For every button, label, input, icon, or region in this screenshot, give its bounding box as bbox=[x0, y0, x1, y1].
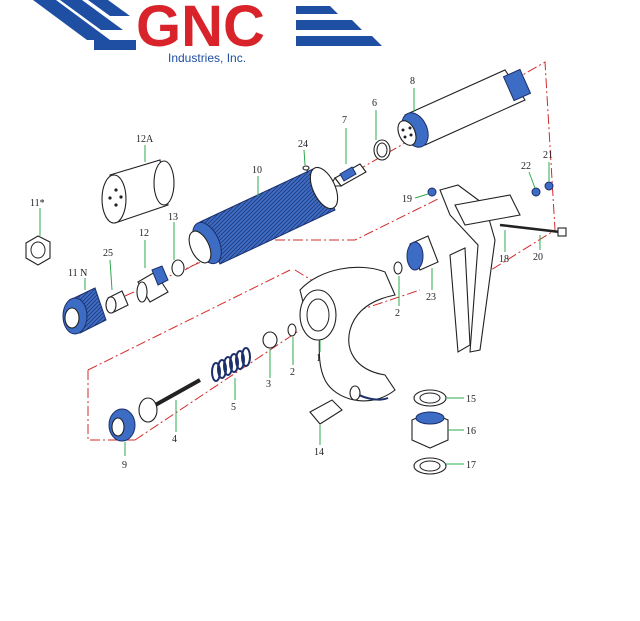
label-20: 20 bbox=[533, 252, 543, 263]
label-3: 3 bbox=[266, 379, 271, 390]
part-3-washer bbox=[262, 331, 278, 349]
label-23: 23 bbox=[426, 292, 436, 303]
label-16: 16 bbox=[466, 426, 476, 437]
label-18: 18 bbox=[499, 254, 509, 265]
part-4-valve-stem bbox=[138, 378, 201, 423]
company-logo: GNC Industries, Inc. bbox=[33, 0, 382, 65]
label-8: 8 bbox=[410, 76, 415, 87]
label-15: 15 bbox=[466, 394, 476, 405]
part-16-hex-fitting bbox=[411, 411, 449, 449]
label-2-upper: 2 bbox=[395, 308, 400, 319]
label-14: 14 bbox=[314, 447, 324, 458]
logo-subtitle: Industries, Inc. bbox=[168, 51, 246, 65]
part-2-washer-lower bbox=[287, 323, 297, 337]
part-12-nozzle-tip bbox=[136, 265, 169, 303]
part-10-knurled-barrel bbox=[188, 166, 339, 265]
part-22-nut bbox=[531, 187, 541, 197]
label-2-lower: 2 bbox=[290, 367, 295, 378]
part-14-trigger-link bbox=[309, 399, 343, 425]
leader-lines bbox=[39, 88, 550, 465]
part-2-washer-upper bbox=[393, 261, 403, 275]
part-17-gasket bbox=[413, 457, 447, 475]
part-1-gun-body bbox=[299, 266, 396, 402]
label-24: 24 bbox=[298, 139, 308, 150]
label-11n: 11 N bbox=[68, 268, 87, 279]
label-7: 7 bbox=[342, 115, 347, 126]
part-25-bushing bbox=[105, 290, 129, 314]
part-13-o-ring bbox=[171, 259, 185, 277]
part-15-gasket bbox=[413, 389, 447, 407]
label-6: 6 bbox=[372, 98, 377, 109]
label-17: 17 bbox=[466, 460, 476, 471]
label-19: 19 bbox=[402, 194, 412, 205]
label-10: 10 bbox=[252, 165, 262, 176]
part-labels: 1 2 2 3 4 5 6 7 8 9 10 11* 11 N 12 12A 1… bbox=[30, 76, 553, 471]
label-22: 22 bbox=[521, 161, 531, 172]
label-25: 25 bbox=[103, 248, 113, 259]
part-7-needle-valve bbox=[329, 163, 367, 187]
label-12a: 12A bbox=[136, 134, 154, 145]
part-18-trigger-bracket bbox=[439, 184, 521, 353]
part-21-nut bbox=[544, 181, 554, 191]
label-9: 9 bbox=[122, 460, 127, 471]
label-5: 5 bbox=[231, 402, 236, 413]
part-19-nut bbox=[427, 187, 437, 197]
label-4: 4 bbox=[172, 434, 177, 445]
part-9-knob bbox=[108, 408, 136, 442]
part-5-spring bbox=[211, 347, 251, 382]
part-11n-knurled-nut bbox=[62, 287, 107, 335]
part-12a-cap bbox=[101, 159, 175, 224]
label-12: 12 bbox=[139, 228, 149, 239]
label-11-star: 11* bbox=[30, 198, 45, 209]
logo-left-chevrons bbox=[33, 0, 136, 50]
part-11-star-hex-nut bbox=[25, 235, 51, 266]
part-8-tube bbox=[397, 68, 532, 148]
logo-brand: GNC bbox=[136, 0, 265, 59]
label-21: 21 bbox=[543, 150, 553, 161]
logo-right-stripes bbox=[296, 6, 382, 46]
part-23-fitting bbox=[406, 235, 439, 271]
label-13: 13 bbox=[168, 212, 178, 223]
part-20-pin bbox=[499, 223, 567, 237]
label-1: 1 bbox=[316, 353, 321, 364]
